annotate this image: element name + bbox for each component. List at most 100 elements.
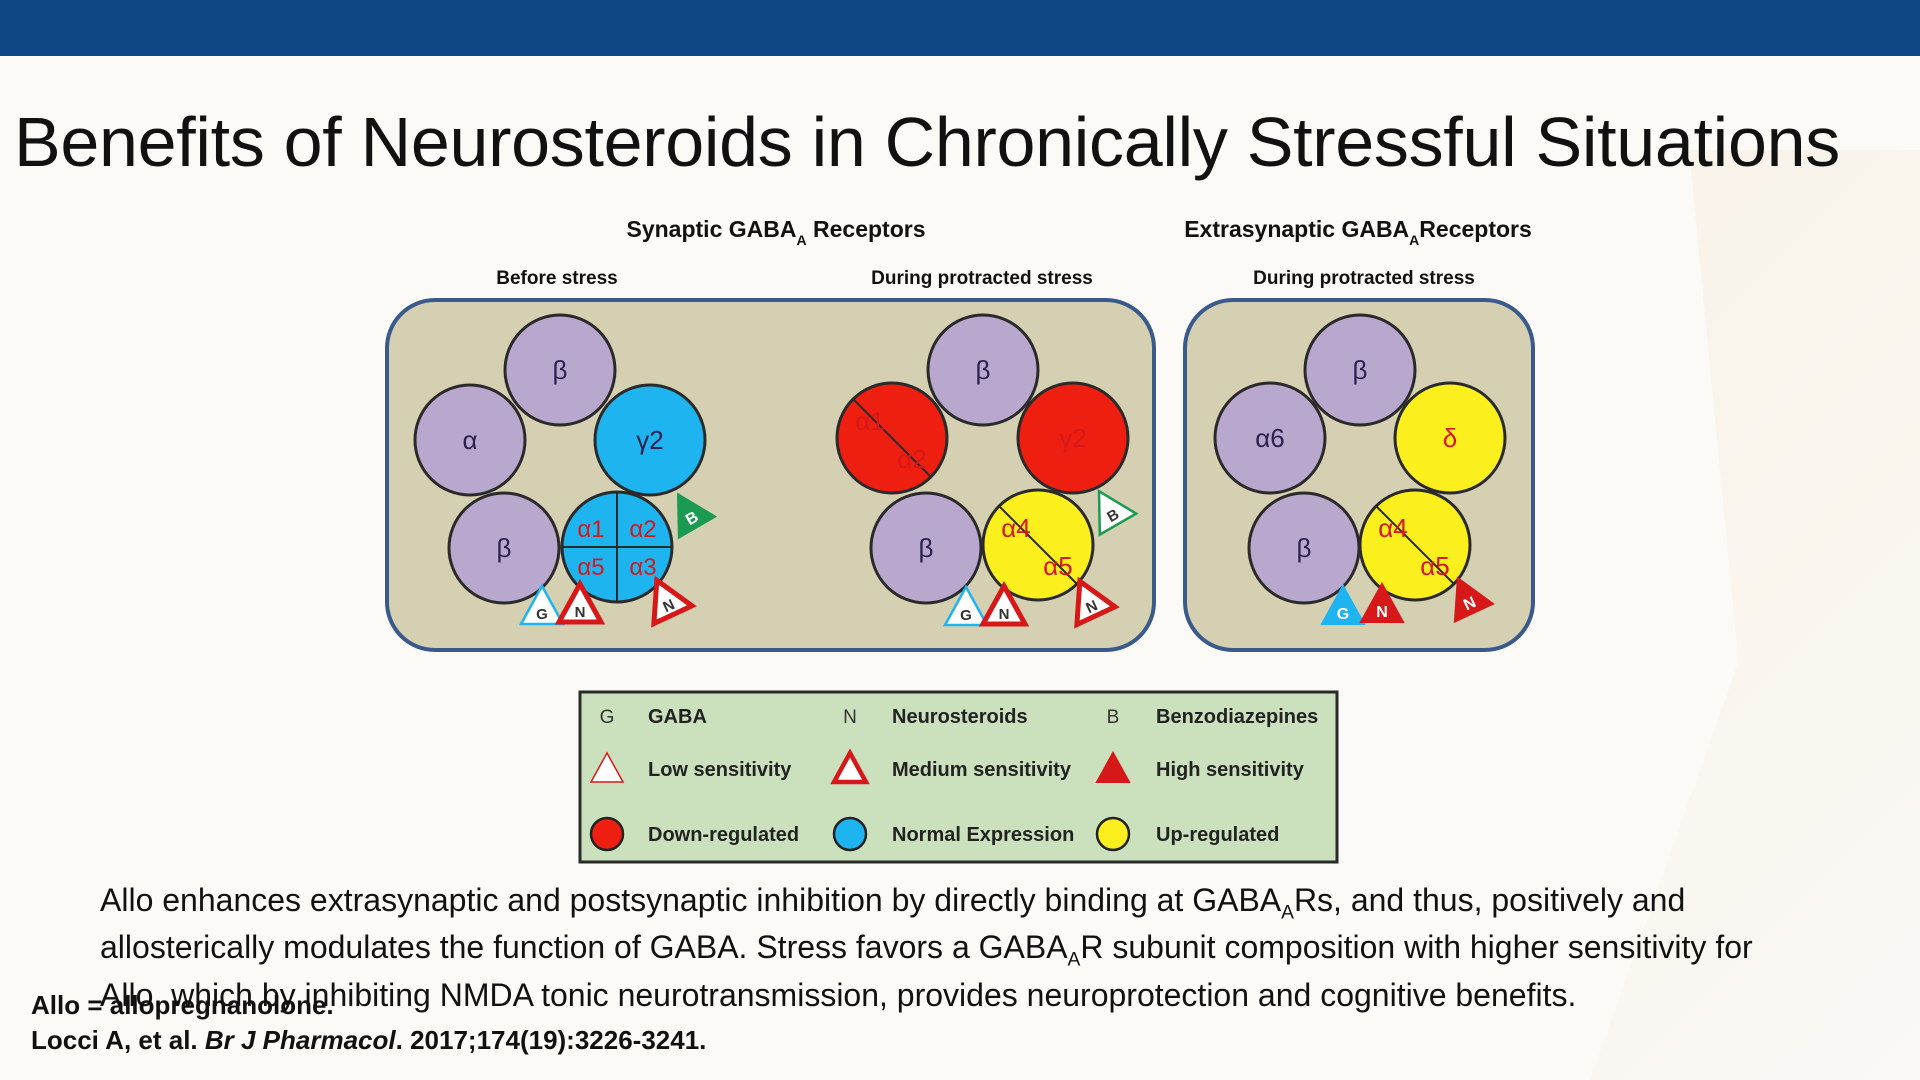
legend-label: Down-regulated — [648, 824, 799, 846]
group-title-0: Synaptic GABAA Receptors — [627, 216, 926, 248]
subunit-label: α5 — [577, 554, 604, 581]
subunit-label: β — [976, 355, 991, 385]
subunit-label: γ2 — [636, 425, 663, 455]
subunit-beta-top: β — [1303, 313, 1417, 427]
receptor-during-stress-extrasynaptic: β α6 δ β α4 α5G N N — [1213, 313, 1507, 625]
subunit-beta-top: β — [503, 313, 617, 427]
subunit-alpha1-alpha2: α1 α2 — [835, 381, 949, 495]
subunit-label: α3 — [629, 554, 656, 581]
marker-g-low-1: G — [942, 584, 990, 627]
legend-symbol: N — [843, 707, 857, 728]
subunit-label: α6 — [1255, 423, 1285, 453]
svg-text:N: N — [999, 606, 1010, 623]
marker-n-high-2: N — [1453, 576, 1495, 624]
subunit-gamma2: γ2 — [1016, 381, 1130, 495]
subunit-label: γ2 — [1059, 423, 1086, 453]
citation: Locci A, et al. Br J Pharmacol. 2017;174… — [31, 1025, 706, 1056]
top-banner — [0, 0, 1920, 56]
summary-text-2: Rs, and thus, positively and allosterica… — [100, 882, 1686, 966]
legend-item-6: Down-regulated — [589, 816, 799, 852]
blue-circle-icon — [832, 816, 868, 852]
subunit-label: β — [1353, 355, 1368, 385]
subunit-alpha6: α6 — [1213, 381, 1327, 495]
subunit-label: α4 — [1001, 513, 1031, 543]
legend-item-2: B Benzodiazepines — [1107, 706, 1319, 728]
marker-n-medium-3: N — [1074, 576, 1120, 629]
subunit-alpha4-alpha5: α4 α5 — [981, 488, 1095, 602]
marker-n-medium-2: N — [978, 580, 1030, 627]
subunit-label: α2 — [629, 516, 656, 543]
subunit-label: β — [497, 533, 512, 563]
legend-label: Low sensitivity — [648, 759, 792, 781]
subunit-label: α2 — [897, 444, 927, 474]
legend-label: Benzodiazepines — [1156, 706, 1318, 728]
red-circle-icon — [589, 816, 625, 852]
svg-text:G: G — [960, 607, 972, 624]
high-sensitivity-triangle-icon — [1095, 750, 1131, 783]
legend-item-7: Normal Expression — [832, 816, 1074, 852]
medium-sensitivity-triangle-icon — [830, 748, 870, 785]
legend-label: GABA — [648, 706, 707, 728]
low-sensitivity-triangle-icon — [589, 751, 625, 783]
marker-g-high-0: G — [1320, 583, 1366, 625]
subunit-label: β — [1297, 533, 1312, 563]
marker-b-low-0: B — [1097, 488, 1139, 537]
citation-authors: Locci A, et al. — [31, 1025, 198, 1055]
summary-text-3: R subunit composition with higher sensit… — [100, 929, 1753, 1013]
subunit-label: α — [462, 425, 477, 455]
subunit-label: α5 — [1420, 551, 1450, 581]
subunit-beta-bottom: β — [869, 491, 983, 605]
subunit-label: β — [919, 533, 934, 563]
slide-title: Benefits of Neurosteroids in Chronically… — [14, 103, 1840, 181]
legend-label: Up-regulated — [1156, 824, 1279, 846]
legend-symbol: B — [1107, 707, 1120, 728]
summary-subscript-1: A — [1281, 902, 1294, 924]
subunit-label: α1 — [855, 406, 885, 436]
subunit-alpha4-alpha5: α4 α5 — [1358, 488, 1472, 602]
legend-item-1: N Neurosteroids — [843, 706, 1027, 728]
legend-label: High sensitivity — [1156, 759, 1305, 781]
legend-box — [578, 690, 1339, 864]
svg-text:N: N — [575, 604, 586, 621]
legend-item-3: Low sensitivity — [589, 751, 792, 783]
marker-n-high-1: N — [1359, 581, 1405, 623]
abbreviation-note: Allo = allopregnanolone. — [31, 990, 334, 1020]
subunit-beta-top: β — [926, 313, 1040, 427]
marker-n-medium-3: N — [651, 575, 697, 628]
group-title-1: Extrasynaptic GABAAReceptors — [1184, 216, 1532, 248]
legend-label: Neurosteroids — [892, 706, 1028, 728]
legend-item-5: High sensitivity — [1095, 750, 1305, 783]
svg-text:N: N — [1376, 604, 1388, 621]
svg-text:G: G — [536, 606, 548, 623]
subunit-alpha: α — [413, 383, 527, 497]
legend-label: Normal Expression — [892, 824, 1074, 846]
legend-item-0: G GABA — [600, 706, 707, 728]
subunit-label: β — [553, 355, 568, 385]
summary-paragraph: Allo enhances extrasynaptic and postsyna… — [100, 883, 1800, 1012]
citation-journal: Br J Pharmacol — [204, 1025, 396, 1055]
legend-label: Medium sensitivity — [892, 759, 1072, 781]
legend-item-8: Up-regulated — [1095, 816, 1279, 852]
receptor-during-stress-synaptic: β α1 α2 γ2 β α4 α5 B G N N — [835, 313, 1139, 629]
legend-symbol: G — [600, 707, 615, 728]
subunit-label: α5 — [1043, 551, 1073, 581]
summary-text-1: Allo enhances extrasynaptic and postsyna… — [100, 882, 1282, 918]
subunit-label: δ — [1443, 423, 1457, 453]
subunit-beta-bottom: β — [447, 491, 561, 605]
subunit-gamma2: γ2 — [593, 383, 707, 497]
column-label-2: During protracted stress — [1253, 268, 1475, 289]
column-label-0: Before stress — [496, 268, 617, 289]
summary-subscript-2: A — [1067, 949, 1081, 971]
column-label-1: During protracted stress — [871, 268, 1093, 289]
marker-b-high-0: B — [676, 492, 718, 540]
subunit-beta-bottom: β — [1247, 491, 1361, 605]
subunit-delta: δ — [1393, 381, 1507, 495]
svg-text:G: G — [1337, 606, 1349, 623]
marker-n-medium-2: N — [554, 578, 606, 625]
legend-item-4: Medium sensitivity — [830, 748, 1072, 785]
citation-details: . 2017;174(19):3226-3241. — [395, 1025, 707, 1055]
subunit-label: α4 — [1378, 513, 1408, 543]
